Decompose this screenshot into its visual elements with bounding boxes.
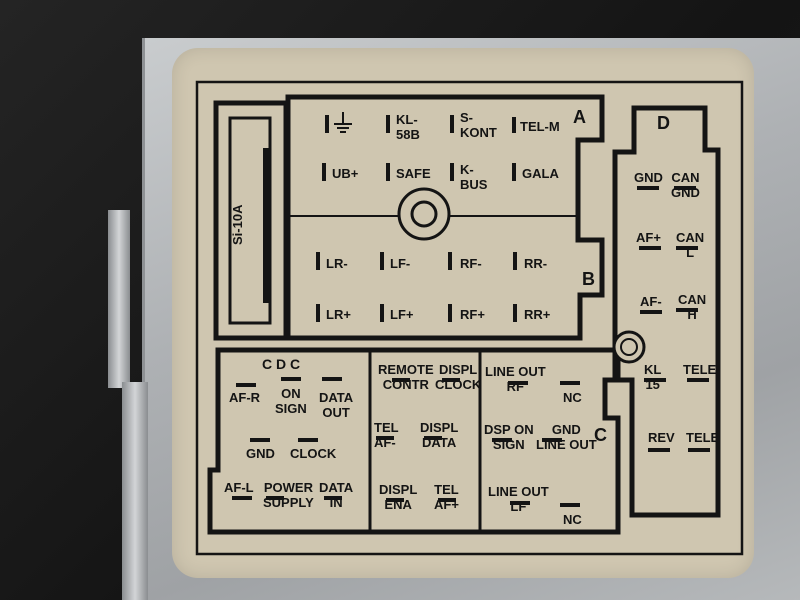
connector-b-letter: B: [582, 269, 595, 289]
fuse-label: Si-10A: [230, 204, 245, 245]
pin-lf-plus: LF+: [390, 307, 414, 322]
pin-af-r: AF-R: [229, 390, 261, 405]
connector-c-letter: C: [594, 425, 607, 445]
pin-d-af-minus: AF-: [640, 294, 662, 309]
fuse-outline: [213, 100, 289, 341]
pin-lr-plus: LR+: [326, 307, 351, 322]
pin-rr-minus: RR-: [524, 256, 548, 271]
pin-kl15: KL 15: [644, 362, 662, 392]
pin-tel-m: TEL-M: [520, 119, 560, 134]
pin-can-h: CAN H: [678, 292, 707, 322]
pin-line-out-rf: LINE OUT RF: [485, 364, 546, 394]
cdc-title: C D C: [262, 356, 301, 372]
pin-tele-2: TELE: [686, 430, 720, 445]
pin-dsp-on-sign: DSP ON SIGN: [484, 422, 534, 452]
pin-clock: CLOCK: [290, 446, 337, 461]
pin-ub-plus: UB+: [332, 166, 359, 181]
ground-icon: [334, 112, 352, 133]
pin-cdc-gnd: GND: [246, 446, 275, 461]
side-post: [612, 330, 646, 364]
connector-ab-outline: [285, 94, 605, 341]
connector-d-outline: [612, 105, 721, 518]
pin-can-gnd: CAN GND: [671, 170, 700, 200]
pin-power-supply: POWER SUPPLY: [263, 480, 314, 510]
pin-line-out-lf: LINE OUT LF: [488, 484, 549, 514]
pin-tel-af-minus: TEL AF-: [374, 420, 399, 450]
center-post: [397, 187, 451, 241]
pin-nc-1: NC: [563, 390, 582, 405]
pin-tele-1: TELE: [683, 362, 717, 377]
pin-data-out: DATA OUT: [319, 390, 354, 420]
pin-displ-data: DISPL DATA: [420, 420, 459, 450]
pin-d-af-plus: AF+: [636, 230, 661, 245]
pin-remote-contr: REMOTE CONTR: [378, 362, 434, 392]
pin-rev: REV: [648, 430, 675, 445]
pin-lr-minus: LR-: [326, 256, 348, 271]
pin-can-l: CAN L: [676, 230, 705, 260]
pin-data-in: DATA IN: [319, 480, 354, 510]
pin-safe: SAFE: [396, 166, 431, 181]
pin-k-bus: K- BUS: [460, 162, 488, 192]
pin-lf-minus: LF-: [390, 256, 411, 271]
connector-a-letter: A: [573, 107, 586, 127]
pin-marker: [325, 115, 329, 133]
pin-rr-plus: RR+: [524, 307, 551, 322]
pin-kl58b: KL- 58B: [396, 112, 420, 142]
pin-gnd-line-out: GND LINE OUT: [536, 422, 597, 452]
outer-border: [195, 80, 744, 556]
pin-displ-ena: DISPL ENA: [379, 482, 418, 512]
pin-tel-af-plus: TEL AF+: [434, 482, 459, 512]
pin-on-sign: ON SIGN: [275, 386, 307, 416]
pin-d-gnd: GND: [634, 170, 663, 185]
pin-rf-minus: RF-: [460, 256, 482, 271]
mounting-rail-upper: [108, 210, 130, 388]
pin-s-kont: S- KONT: [460, 110, 497, 140]
pin-rf-plus: RF+: [460, 307, 485, 322]
pin-gala: GALA: [522, 166, 559, 181]
pin-displ-clock: DISPL CLOCK: [435, 362, 482, 392]
mounting-rail-lower: [122, 382, 148, 600]
connector-c-outline: [207, 347, 621, 535]
pin-nc-2: NC: [563, 512, 582, 527]
fuse-slot: [263, 148, 271, 303]
pin-af-l: AF-L: [224, 480, 254, 495]
connector-d-letter: D: [657, 113, 670, 133]
